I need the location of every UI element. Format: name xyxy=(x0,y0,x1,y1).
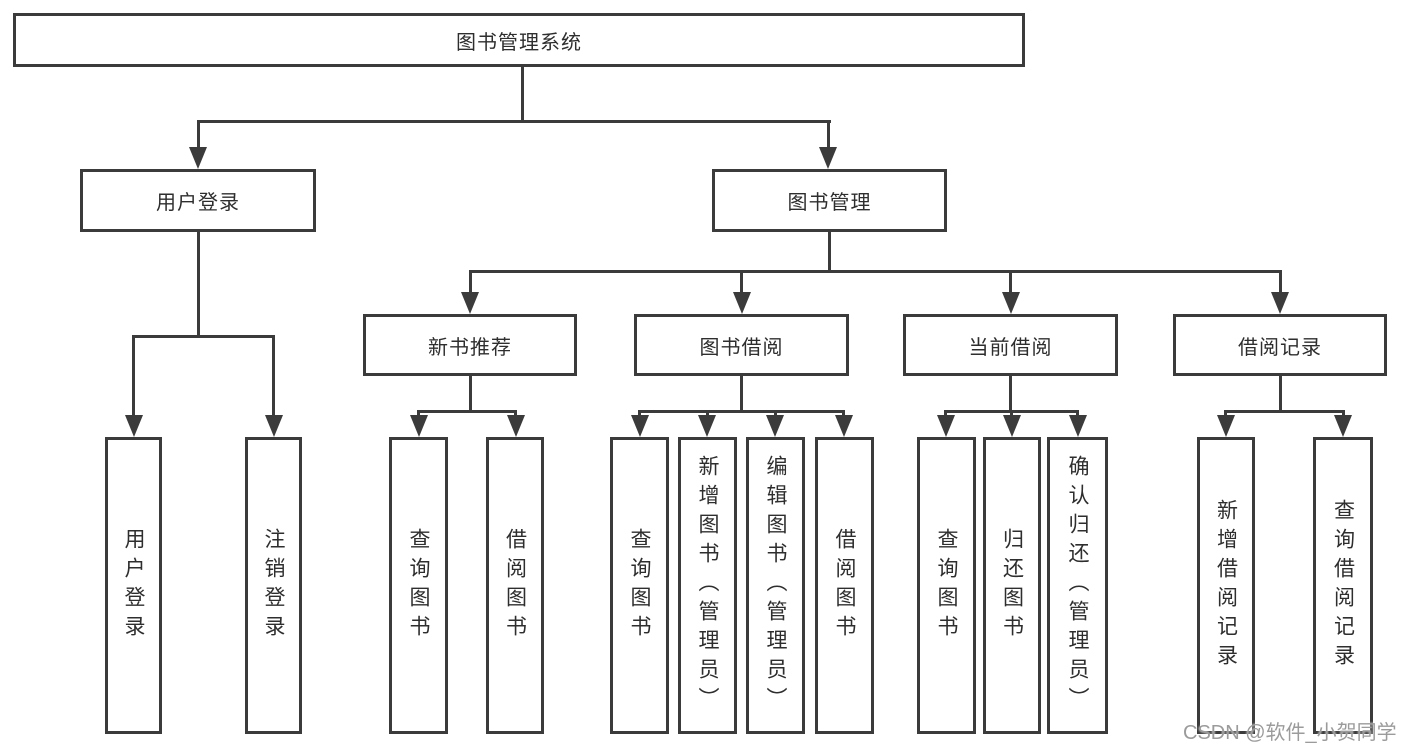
connector-bookborrow-drop xyxy=(705,410,709,418)
leaf-label: 借阅图书 xyxy=(503,527,527,644)
node-user-login: 用户登录 xyxy=(80,169,316,232)
connector-bookmgmt-stem xyxy=(828,232,831,273)
node-root: 图书管理系统 xyxy=(13,13,1025,67)
connector-bookborrow-drop xyxy=(842,410,845,418)
connector-newbook-drop xyxy=(417,410,420,418)
leaf-borrow-query-book: 查询图书 xyxy=(610,437,669,734)
node-label: 当前借阅 xyxy=(968,336,1053,359)
connector-currentborrow-stem xyxy=(1009,376,1012,413)
arrow-down-icon xyxy=(766,415,784,437)
leaf-current-query-book: 查询图书 xyxy=(917,437,976,734)
connector-currentborrow-drop xyxy=(944,410,947,418)
connector-bookborrow-drop xyxy=(773,410,777,418)
arrow-down-icon xyxy=(936,415,955,437)
connector-bookborrow-bar xyxy=(638,410,845,413)
node-current-borrow: 当前借阅 xyxy=(903,314,1118,376)
arrow-down-icon xyxy=(1068,415,1087,437)
node-label: 新书推荐 xyxy=(428,336,512,359)
arrow-down-icon xyxy=(834,415,853,437)
leaf-borrow-add-book-admin: 新增图书（管理员） xyxy=(678,437,737,734)
node-label: 图书管理系统 xyxy=(456,31,582,54)
leaf-label: 新增图书（管理员） xyxy=(696,455,719,716)
arrow-down-icon xyxy=(698,415,716,437)
arrow-down-icon xyxy=(264,415,283,437)
leaf-label: 编辑图书（管理员） xyxy=(764,455,787,716)
arrow-down-icon xyxy=(189,147,207,169)
connector-userlogin-drop xyxy=(132,335,135,417)
arrow-down-icon xyxy=(1216,415,1235,437)
connector-newbook-bar xyxy=(417,410,517,413)
connector-bookborrow-stem xyxy=(740,376,743,413)
node-label: 图书管理 xyxy=(787,192,872,214)
leaf-label: 查询图书 xyxy=(407,527,430,644)
leaf-label: 借阅图书 xyxy=(833,527,856,644)
connector-newbook-drop xyxy=(514,410,517,418)
node-label: 用户登录 xyxy=(156,192,240,214)
arrow-down-icon xyxy=(409,415,428,437)
csdn-watermark: CSDN @软件_小贺同学 xyxy=(1183,722,1397,744)
connector-userlogin-stem xyxy=(197,232,200,338)
connector-root-drop-left xyxy=(196,120,200,152)
arrow-down-icon xyxy=(461,292,479,314)
connector-userlogin-bar xyxy=(132,335,275,338)
leaf-borrow-edit-book-admin: 编辑图书（管理员） xyxy=(746,437,805,734)
connector-currentborrow-drop xyxy=(1076,410,1079,418)
connector-bookmgmt-drop xyxy=(1278,270,1282,294)
connector-bookmgmt-drop xyxy=(740,270,743,294)
leaf-record-query-record: 查询借阅记录 xyxy=(1313,437,1373,734)
connector-borrowrecord-bar xyxy=(1224,410,1345,413)
leaf-label: 查询借阅记录 xyxy=(1331,498,1355,673)
arrow-down-icon xyxy=(124,415,143,437)
leaf-label: 确认归还（管理员） xyxy=(1066,455,1089,716)
connector-currentborrow-drop xyxy=(1010,410,1013,418)
node-book-borrow: 图书借阅 xyxy=(634,314,849,376)
connector-bookmgmt-bar xyxy=(468,270,1282,273)
leaf-label: 用户登录 xyxy=(122,527,145,644)
leaf-newbook-borrow-book: 借阅图书 xyxy=(486,437,544,734)
leaf-label: 注销登录 xyxy=(262,527,285,644)
connector-borrowrecord-drop xyxy=(1224,410,1227,418)
leaf-current-confirm-return-admin: 确认归还（管理员） xyxy=(1047,437,1108,734)
arrow-down-icon xyxy=(630,415,649,437)
connector-borrowrecord-drop xyxy=(1341,410,1345,418)
leaf-label: 查询图书 xyxy=(935,527,958,644)
leaf-user-login: 用户登录 xyxy=(105,437,162,734)
arrow-down-icon xyxy=(732,292,751,314)
connector-root-bar xyxy=(196,120,831,123)
leaf-current-return-book: 归还图书 xyxy=(983,437,1041,734)
connector-bookborrow-drop xyxy=(638,410,641,418)
leaf-logout: 注销登录 xyxy=(245,437,302,734)
leaf-label: 归还图书 xyxy=(1000,527,1024,644)
leaf-borrow-borrow-book: 借阅图书 xyxy=(815,437,874,734)
node-borrow-record: 借阅记录 xyxy=(1173,314,1387,376)
leaf-label: 查询图书 xyxy=(628,527,651,644)
leaf-newbook-query-book: 查询图书 xyxy=(389,437,448,734)
arrow-down-icon xyxy=(1271,292,1289,314)
leaf-record-add-record: 新增借阅记录 xyxy=(1197,437,1255,734)
connector-bookmgmt-drop xyxy=(1009,270,1012,294)
connector-borrowrecord-stem xyxy=(1278,376,1282,413)
connector-userlogin-drop xyxy=(272,335,275,417)
arrow-down-icon xyxy=(1334,415,1352,437)
connector-root-stem xyxy=(520,66,524,122)
connector-bookmgmt-drop xyxy=(468,270,472,294)
node-new-book-recommend: 新书推荐 xyxy=(363,314,577,376)
node-book-management: 图书管理 xyxy=(712,169,947,232)
arrow-down-icon xyxy=(506,415,525,437)
arrow-down-icon xyxy=(819,147,837,169)
connector-newbook-stem xyxy=(468,376,472,413)
connector-root-drop-right xyxy=(826,120,830,152)
node-label: 图书借阅 xyxy=(699,336,784,359)
leaf-label: 新增借阅记录 xyxy=(1214,498,1238,673)
arrow-down-icon xyxy=(1002,415,1021,437)
node-label: 借阅记录 xyxy=(1238,336,1322,359)
arrow-down-icon xyxy=(1001,292,1020,314)
